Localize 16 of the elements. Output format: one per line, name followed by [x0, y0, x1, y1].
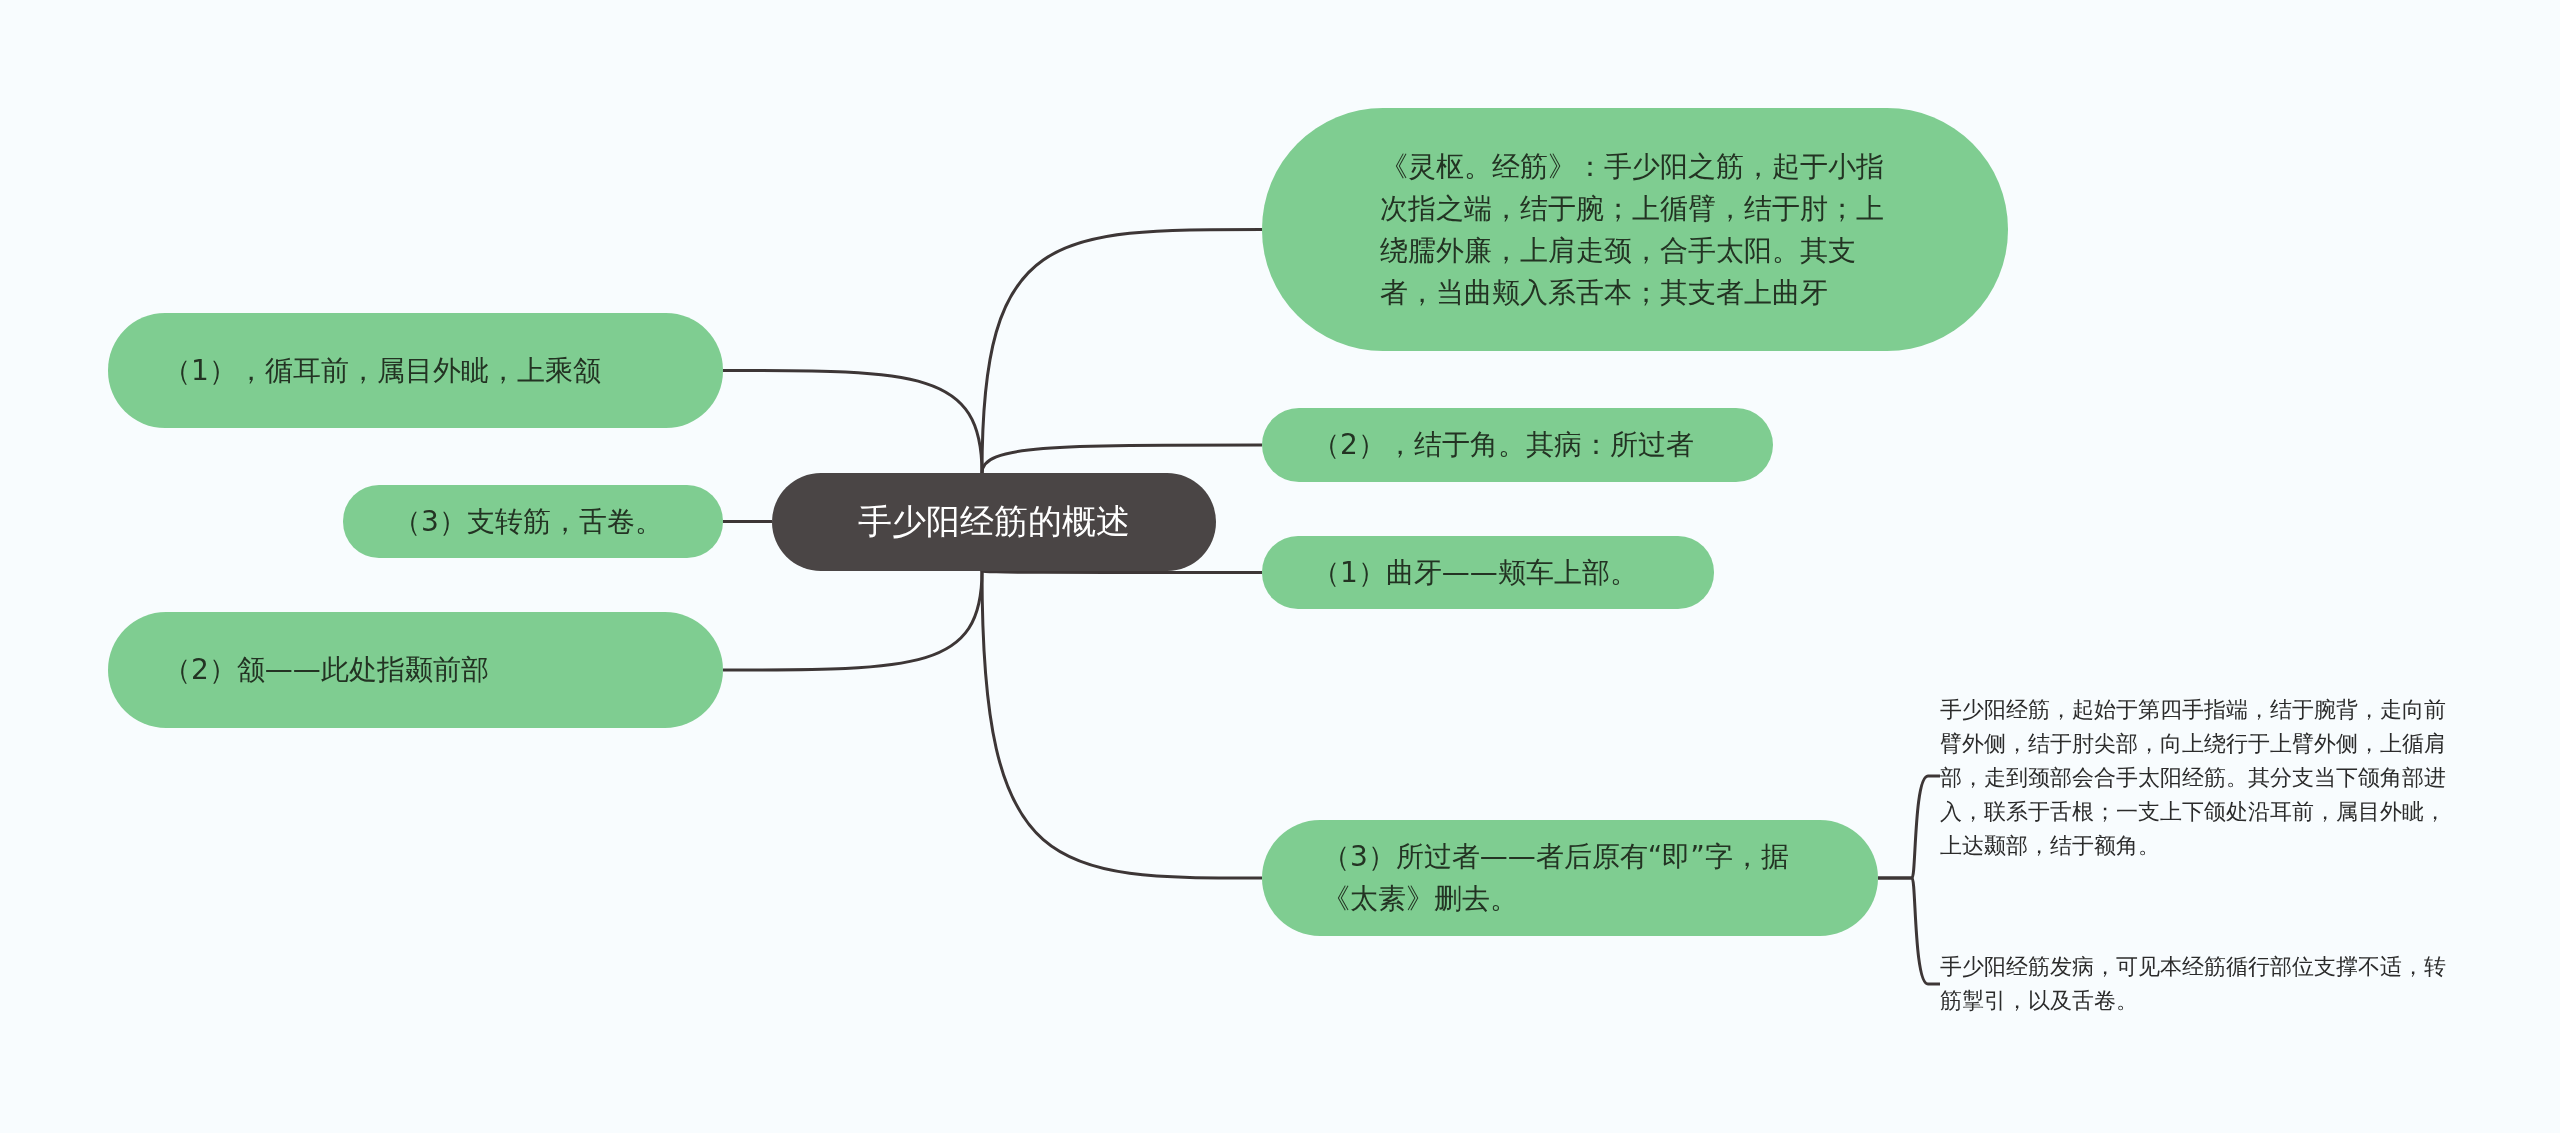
connector-line: [980, 570, 1262, 880]
connector-line: [981, 569, 1262, 574]
topic-text: 《灵枢。经筋》：手少阳之筋，起于小指次指之端，结于腕；上循臂，结于肘；上绕臑外廉，上肩走颈，合手太阳。其支者，当曲颊入系舌本；其支者上曲牙: [1380, 148, 1885, 311]
topic-text: （2），结于角。其病：所过者: [1312, 427, 1694, 463]
topic-text: （1），循耳前，属目外眦，上乘颔: [163, 352, 601, 389]
topic-text: （3）所过者——者后原有“即”字，据《太素》删去。: [1322, 839, 1790, 917]
connector-line: [980, 443, 1262, 474]
note-text: 手少阳经筋发病，可见本经筋循行部位支撑不适，转筋掣引，以及舌卷。: [1940, 948, 2460, 1020]
connector-line: [723, 570, 984, 672]
topic-text: （2）颔——此处指颞前部: [163, 652, 489, 688]
topic-text: （3）支转筋，舌卷。: [393, 503, 663, 540]
connector-line: [723, 520, 772, 523]
connector-line: [723, 369, 984, 474]
topic-text: （1）曲牙——颊车上部。: [1312, 554, 1638, 591]
topic-title: 手少阳经筋的概述: [858, 500, 1130, 543]
note-text: 手少阳经筋，起始于第四手指端，结于腕背，走向前臂外侧，结于肘尖部，向上绕行于上臂外侧，上循肩部，走到颈部会合手太阳经筋。其分支当下颌角部进入，联系于舌根；一支上下颌处沿耳前，属目外眦，上达颞部，结于额角。: [1940, 678, 2460, 878]
